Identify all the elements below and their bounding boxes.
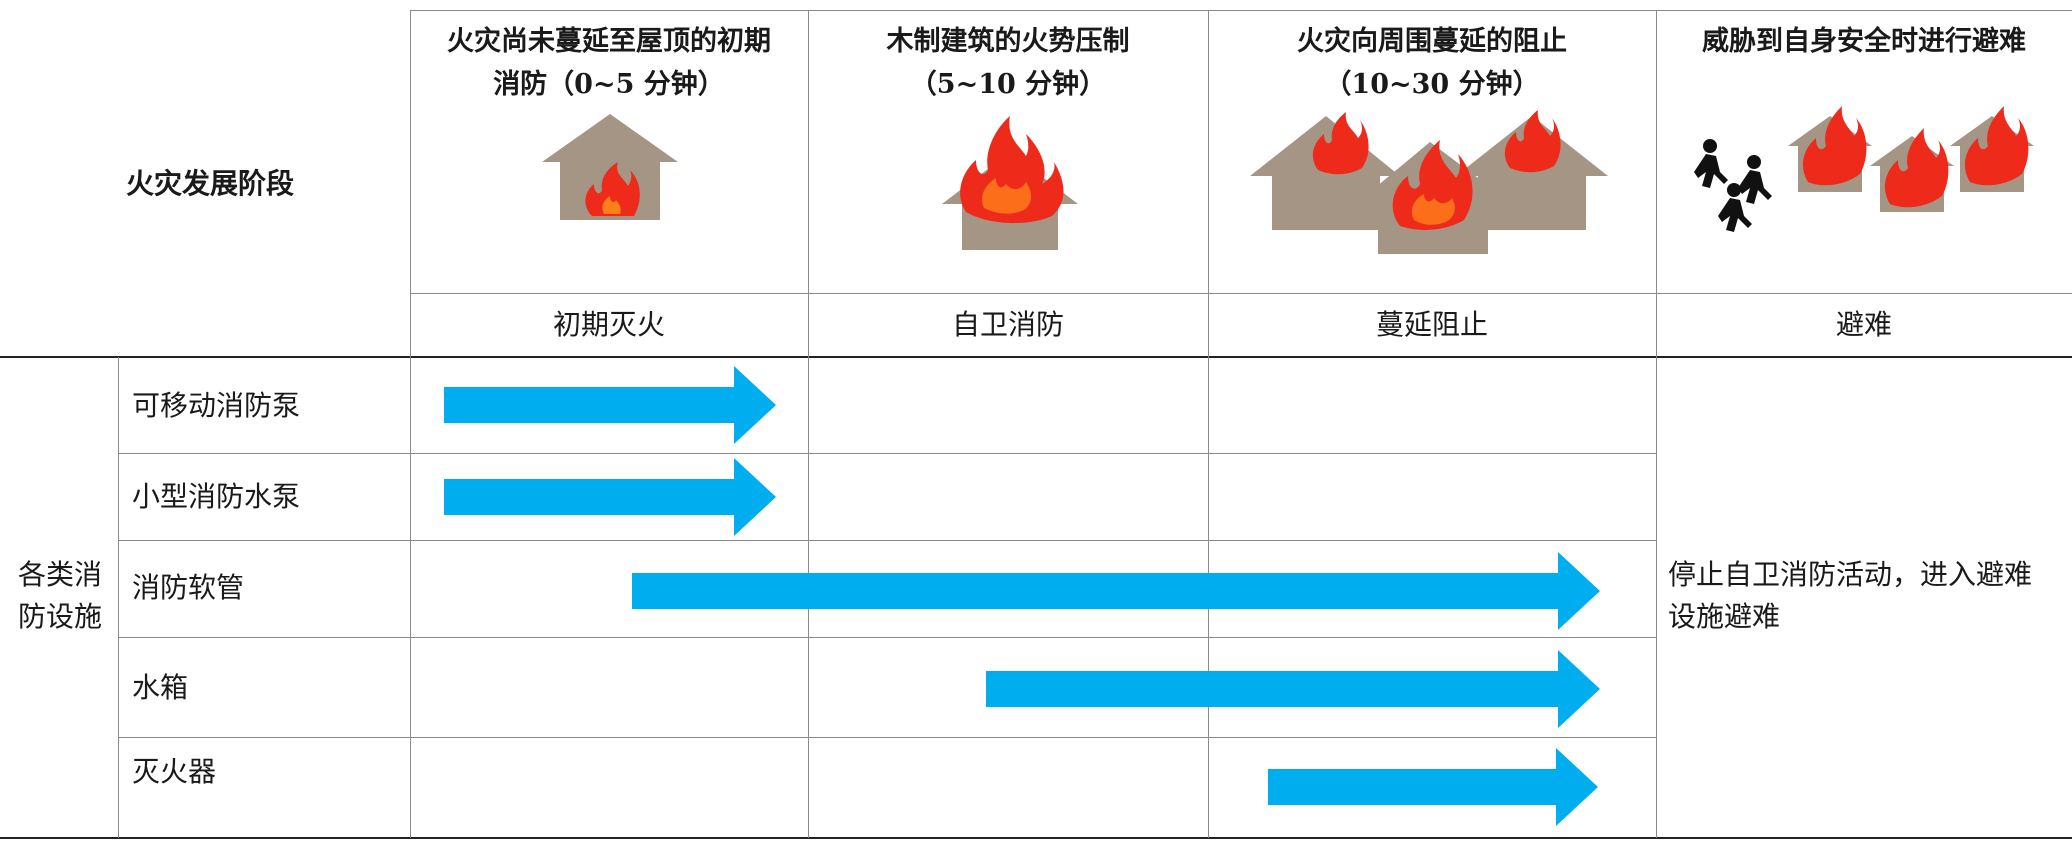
house-fire-icon — [1250, 110, 1608, 254]
column-title-early: 火灾尚未蔓延至屋顶的初期 消防（0~5 分钟） — [410, 20, 808, 106]
evacuation-note-line1: 停止自卫消防活动，进入避难 — [1668, 558, 2033, 591]
phase-label-spread: 蔓延阻止 — [1375, 308, 1488, 341]
phase-label-suppression: 自卫消防 — [951, 308, 1064, 341]
header-divider — [410, 293, 2072, 294]
column-title-spread-line1: 火灾向周围蔓延的阻止 — [1297, 26, 1567, 57]
arrow-water-tank — [986, 650, 1600, 728]
row-label-hose: 消防软管 — [132, 571, 245, 604]
row-label-extinguisher: 灭火器 — [132, 755, 217, 788]
row-divider-1 — [118, 453, 1656, 454]
row-divider-3 — [118, 637, 1656, 638]
column-title-early-line1: 火灾尚未蔓延至屋顶的初期 — [447, 26, 771, 57]
facilities-category-line2: 防设施 — [17, 600, 102, 633]
column-title-evacuation-line1: 威胁到自身安全时进行避难 — [1702, 26, 2026, 57]
top-border — [410, 10, 2072, 11]
house-fire-icon — [942, 116, 1078, 250]
column-title-early-line2: 消防（0~5 分钟） — [493, 69, 725, 100]
facilities-category: 各类消 防设施 — [0, 554, 120, 638]
row-label-portable-pump: 可移动消防泵 — [132, 389, 301, 422]
category-divider — [118, 357, 119, 838]
col-divider-2 — [1208, 10, 1209, 838]
table-bottom-rule — [0, 837, 2072, 839]
house-fire-icon — [542, 114, 678, 220]
row-divider-2 — [118, 540, 1656, 541]
phase-label-evacuation: 避难 — [1835, 308, 1892, 341]
row-label-small-pump: 小型消防水泵 — [132, 480, 301, 513]
col-divider-1 — [808, 10, 809, 838]
arrow-portable-pump — [444, 366, 776, 444]
arrow-hose — [632, 552, 1600, 630]
evacuating-people-icon — [1694, 139, 1772, 232]
column-title-spread: 火灾向周围蔓延的阻止 （10~30 分钟） — [1208, 20, 1656, 106]
header-bottom-rule — [0, 356, 2072, 358]
house-fire-icon — [1788, 106, 2034, 212]
column-title-spread-line2: （10~30 分钟） — [1324, 69, 1540, 100]
column-title-suppression: 木制建筑的火势压制 （5~10 分钟） — [808, 20, 1208, 106]
column-title-suppression-line2: （5~10 分钟） — [909, 69, 1107, 100]
phase-label-early: 初期灭火 — [552, 308, 665, 341]
evacuation-note-line2: 设施避难 — [1668, 600, 1781, 633]
row-label-water-tank: 水箱 — [132, 671, 189, 704]
stage-label: 火灾发展阶段 — [125, 167, 294, 200]
col-divider-0 — [410, 10, 411, 838]
facilities-category-line1: 各类消 — [17, 558, 102, 591]
col-divider-3 — [1656, 10, 1657, 838]
arrow-small-pump — [444, 458, 776, 536]
arrow-extinguisher — [1268, 748, 1598, 826]
column-title-suppression-line1: 木制建筑的火势压制 — [886, 26, 1130, 57]
row-divider-4 — [118, 737, 1656, 738]
evacuation-note: 停止自卫消防活动，进入避难 设施避难 — [1668, 554, 2068, 638]
column-title-evacuation: 威胁到自身安全时进行避难 — [1656, 20, 2072, 63]
